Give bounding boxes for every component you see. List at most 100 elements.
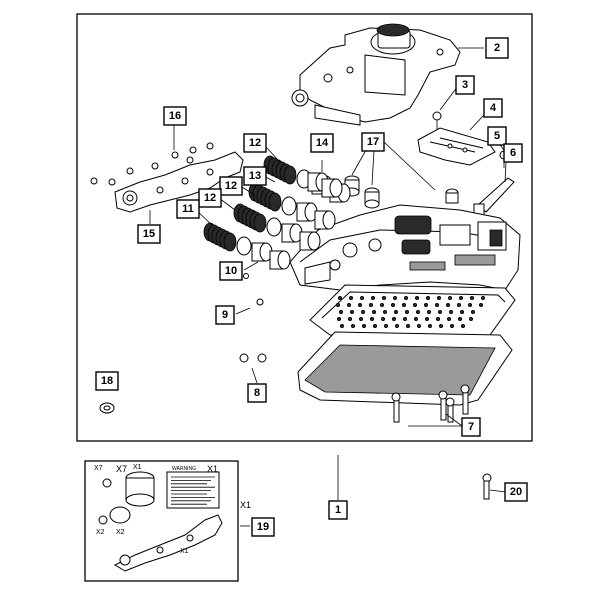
valve-end — [329, 178, 343, 198]
svg-text:11: 11 — [182, 203, 194, 215]
plate-hole — [426, 309, 431, 314]
callout-19: 19 — [251, 517, 275, 537]
accumulator-pistons — [344, 175, 459, 209]
plate-hole — [403, 295, 408, 300]
kit-label-x1-top: X1 — [133, 464, 142, 471]
callout-17: 17 — [361, 132, 385, 152]
callout-5: 5 — [487, 126, 507, 146]
check-ball-part-9 — [243, 273, 264, 306]
callout-9: 9 — [215, 305, 235, 325]
callout-18: 18 — [95, 371, 119, 391]
callout-2: 2 — [485, 37, 509, 59]
svg-text:5: 5 — [494, 130, 500, 142]
solenoid-module — [291, 23, 461, 126]
callout-12-top: 12 — [243, 133, 267, 153]
plate-hole — [382, 309, 387, 314]
plate-hole — [434, 302, 439, 307]
plate-hole — [379, 302, 384, 307]
plate-hole — [392, 295, 397, 300]
document-text-lines — [171, 476, 215, 505]
plate-hole — [469, 295, 474, 300]
plate-hole — [468, 316, 473, 321]
svg-text:12: 12 — [204, 192, 216, 204]
plate-hole — [413, 316, 418, 321]
svg-text:4: 4 — [490, 102, 497, 114]
valve-end — [322, 210, 336, 230]
callout-15: 15 — [137, 224, 161, 244]
callout-10: 10 — [219, 261, 243, 281]
spring-coil — [253, 213, 267, 233]
kit-contents — [98, 471, 223, 572]
svg-text:12: 12 — [249, 137, 261, 149]
plate-hole — [458, 295, 463, 300]
plate-hole — [394, 323, 399, 328]
plate-hole — [368, 302, 373, 307]
plate-hole — [349, 309, 354, 314]
plate-hole — [447, 295, 452, 300]
plate-hole — [446, 316, 451, 321]
plate-hole — [427, 323, 432, 328]
plate-hole — [393, 309, 398, 314]
plate-hole — [424, 316, 429, 321]
plate-hole — [357, 302, 362, 307]
callout-12-middle: 12 — [219, 176, 243, 196]
plate-hole — [391, 316, 396, 321]
plate-hole — [415, 309, 420, 314]
svg-text:7: 7 — [468, 421, 474, 433]
kit-inset-frame — [84, 460, 239, 582]
clip-part-6 — [473, 177, 515, 217]
svg-text:3: 3 — [462, 79, 468, 91]
screws-part-16 — [90, 142, 214, 186]
svg-text:19: 19 — [257, 521, 269, 533]
kit-label-x2-left: X2 — [96, 529, 105, 536]
kit-label-x1-bottom: X1 — [180, 548, 189, 555]
svg-text:9: 9 — [222, 309, 228, 321]
callout-14: 14 — [310, 133, 334, 153]
plate-hole — [372, 323, 377, 328]
svg-text:12: 12 — [225, 180, 237, 192]
plate-hole — [404, 309, 409, 314]
plate-hole — [371, 309, 376, 314]
svg-text:2: 2 — [494, 42, 500, 54]
plate-hole — [435, 316, 440, 321]
callout-16: 16 — [163, 106, 187, 126]
callout-1: 1 — [328, 500, 348, 520]
svg-text:6: 6 — [510, 147, 516, 159]
callout-6: 6 — [503, 143, 523, 163]
spring-coil — [223, 232, 237, 252]
plate-hole — [459, 309, 464, 314]
svg-text:15: 15 — [143, 228, 155, 240]
plate-hole — [457, 316, 462, 321]
bracket-part-4 — [417, 127, 496, 166]
kit-label-x1-doc: X1 — [207, 464, 218, 474]
plate-hole — [370, 295, 375, 300]
plate-hole — [478, 302, 483, 307]
plug-part-18 — [99, 402, 115, 414]
o-ring — [236, 236, 252, 256]
o-ring — [266, 217, 282, 237]
plate-hole — [405, 323, 410, 328]
main-diagram-frame — [76, 13, 533, 442]
plate-hole — [358, 316, 363, 321]
callout-4: 4 — [483, 98, 503, 118]
plate-hole — [337, 295, 342, 300]
callout-8: 8 — [247, 383, 267, 403]
svg-text:16: 16 — [169, 110, 181, 122]
plate-hole — [467, 302, 472, 307]
plate-hole — [456, 302, 461, 307]
plate-hole — [347, 316, 352, 321]
plate-hole — [348, 295, 353, 300]
screw-part-3 — [432, 111, 442, 130]
plate-hole — [437, 309, 442, 314]
o-ring — [281, 196, 297, 216]
callout-13: 13 — [243, 166, 267, 186]
plate-hole — [445, 302, 450, 307]
callout-12-lower: 12 — [198, 188, 222, 208]
plate-hole — [336, 316, 341, 321]
plate-hole — [425, 295, 430, 300]
spring-valve-cluster — [203, 155, 351, 270]
harness-bracket-part-15 — [114, 151, 244, 213]
callout-20: 20 — [504, 482, 528, 502]
plate-hole — [360, 309, 365, 314]
